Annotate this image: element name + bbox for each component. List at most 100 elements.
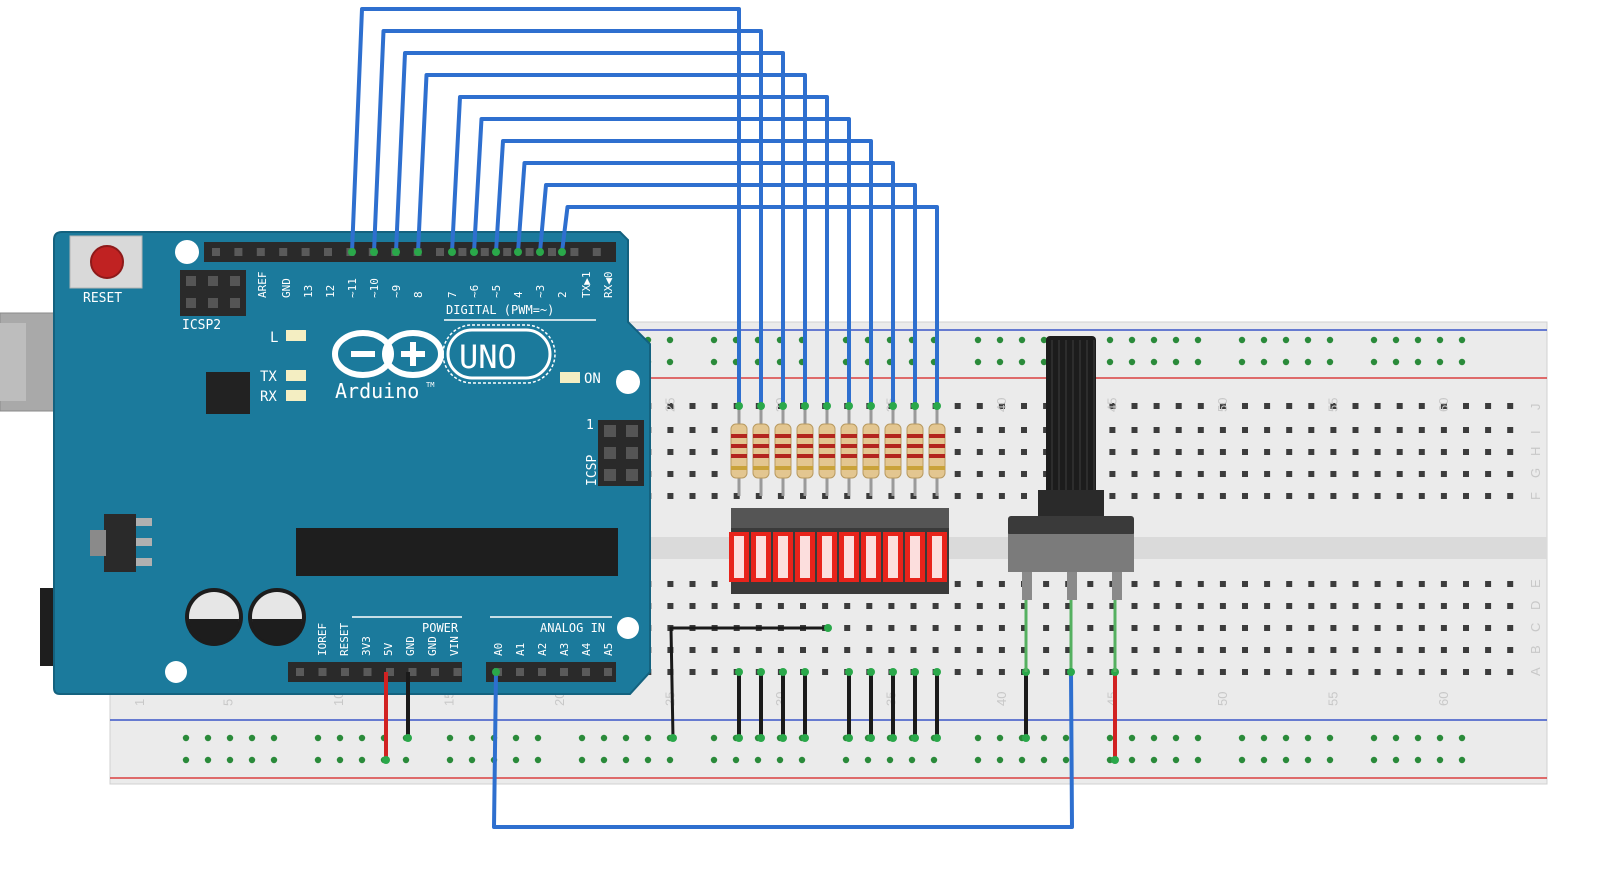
header-pin [234,248,243,256]
wire-end [889,668,897,676]
header-pin [604,668,612,676]
header-pin [256,248,265,256]
wire-end [801,402,809,410]
hole [1175,669,1182,675]
hole [1065,625,1072,631]
hole [910,603,917,609]
resistor-band [731,454,747,458]
wire [372,29,763,406]
resistor-band [797,444,813,448]
rail-hole [974,336,982,344]
row-letter: F [1528,492,1543,500]
rail-hole [1370,756,1378,764]
rail-hole [1326,358,1334,366]
hole [1264,669,1271,675]
resistor-band [753,434,769,438]
hole [1485,647,1492,653]
hole [1043,669,1050,675]
header-pin [560,668,568,676]
resistor-band [907,434,923,438]
hole [998,403,1005,409]
resistor-band [907,466,923,470]
rail-hole [710,756,718,764]
rail-hole [1018,336,1026,344]
rail-hole [1304,734,1312,742]
hole [1352,403,1359,409]
rail-hole [182,734,190,742]
hole [1175,449,1182,455]
rail-hole [710,336,718,344]
rail-hole [1458,734,1466,742]
wire-end [867,734,875,742]
wire-end [1022,734,1030,742]
hole [1463,669,1469,675]
hole [777,603,784,609]
hole [1374,427,1381,433]
hole [1131,471,1138,477]
hole [954,625,961,631]
row-letter: D [1528,601,1543,610]
hole [1396,471,1403,477]
hole [1396,603,1403,609]
hole [976,625,983,631]
hole [1153,403,1160,409]
header-pin [386,668,394,676]
resistor-band [819,466,835,470]
hole [1197,647,1204,653]
hole [976,581,983,587]
pin-label: 3V3 [360,636,373,656]
potentiometer[interactable] [1008,336,1134,600]
hole [976,403,983,409]
pin-label: GND [426,636,439,656]
hole [1374,449,1381,455]
header-pin [525,248,534,256]
wire-end [889,402,897,410]
hole [800,647,806,653]
resistor-band [863,434,879,438]
pot-leg-2 [1067,572,1077,600]
led-segment-highlight [888,536,898,578]
header-pin [458,248,467,256]
wire-end [823,402,831,410]
hole [910,625,917,631]
hole [1352,669,1359,675]
resistor-band [885,454,901,458]
hole [1175,647,1182,653]
rail-hole [1458,336,1466,344]
hole [1087,647,1094,653]
wire-end [801,734,809,742]
led-segment-highlight [910,536,920,578]
rail-hole [446,734,454,742]
rail-hole [1238,734,1246,742]
hole [1286,449,1293,455]
rail-hole [930,756,938,764]
hole [1463,581,1469,587]
hole [1264,471,1271,477]
rail-hole [908,756,916,764]
uno-logo-frame [442,324,556,384]
rail-hole [776,756,784,764]
hole [667,581,674,587]
hole [1242,625,1248,631]
hole [1219,403,1226,409]
reset-button[interactable] [69,235,143,289]
wire-end [348,248,356,256]
hole [711,603,718,609]
pin-label: 12 [324,285,337,298]
wire-end [735,402,743,410]
wire-end [867,402,875,410]
hole [1087,625,1094,631]
hole [1087,581,1094,587]
led-bar-segments [729,532,947,582]
rail-hole [996,336,1004,344]
tx-led-label: TX [260,369,277,385]
hole [1175,603,1182,609]
rail-hole [1018,756,1026,764]
hole [1507,471,1514,477]
resistor-band [797,466,813,470]
wire [538,183,917,406]
pin-label: A0 [492,643,505,656]
hole [1153,449,1160,455]
hole [755,603,762,609]
pot-leg-3 [1112,572,1122,600]
